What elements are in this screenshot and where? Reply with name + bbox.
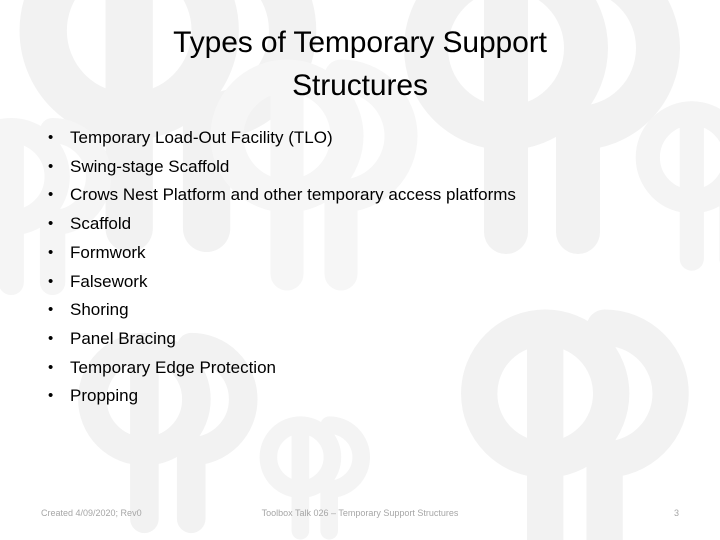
slide-number: 3 xyxy=(673,508,679,518)
list-item-label: Formwork xyxy=(70,242,146,262)
list-item: • Falsework xyxy=(44,268,694,297)
title-line-2: Structures xyxy=(292,68,428,102)
bullet-marker-icon: • xyxy=(48,243,54,261)
bullet-marker-icon: • xyxy=(48,129,54,146)
page-title: Types of Temporary Support Structures xyxy=(60,22,660,107)
bullet-marker-icon: • xyxy=(48,272,54,290)
list-item: • Shoring xyxy=(44,296,694,325)
list-item: • Panel Bracing xyxy=(44,325,694,354)
bullet-marker-icon: • xyxy=(48,215,54,233)
list-item-label: Propping xyxy=(70,386,139,406)
list-item-label: Scaffold xyxy=(70,214,132,234)
list-item-label: Shoring xyxy=(70,300,129,320)
list-item-label: Falsework xyxy=(70,271,148,291)
bullet-marker-icon: • xyxy=(48,387,54,405)
bullet-marker-icon: • xyxy=(48,301,54,319)
slide-footer: Created 4/09/2020; Rev0 Toolbox Talk 026… xyxy=(0,500,720,540)
list-item: • Temporary Load-Out Facility (TLO) xyxy=(44,124,694,153)
list-item-label: Temporary Load-Out Facility (TLO) xyxy=(70,128,333,147)
list-item-label: Crows Nest Platform and other temporary … xyxy=(70,185,516,205)
list-item: • Temporary Edge Protection xyxy=(44,354,694,383)
list-item: • Formwork xyxy=(44,239,694,268)
list-item: • Crows Nest Platform and other temporar… xyxy=(44,181,694,210)
list-item-label: Temporary Edge Protection xyxy=(70,357,276,377)
bullet-marker-icon: • xyxy=(48,329,54,347)
bullet-marker-icon: • xyxy=(48,157,54,175)
list-item: • Scaffold xyxy=(44,210,694,239)
bullet-marker-icon: • xyxy=(48,186,54,204)
list-item: • Swing-stage Scaffold xyxy=(44,153,694,182)
footer-title-text: Toolbox Talk 026 – Temporary Support Str… xyxy=(261,508,459,518)
footer-created-text: Created 4/09/2020; Rev0 xyxy=(41,508,142,518)
bullet-list: • Temporary Load-Out Facility (TLO) • Sw… xyxy=(44,124,694,411)
title-line-1: Types of Temporary Support xyxy=(173,26,547,59)
list-item: • Propping xyxy=(44,382,694,411)
list-item-label: Panel Bracing xyxy=(70,328,176,348)
list-item-label: Swing-stage Scaffold xyxy=(70,156,230,176)
bullet-marker-icon: • xyxy=(48,358,54,376)
